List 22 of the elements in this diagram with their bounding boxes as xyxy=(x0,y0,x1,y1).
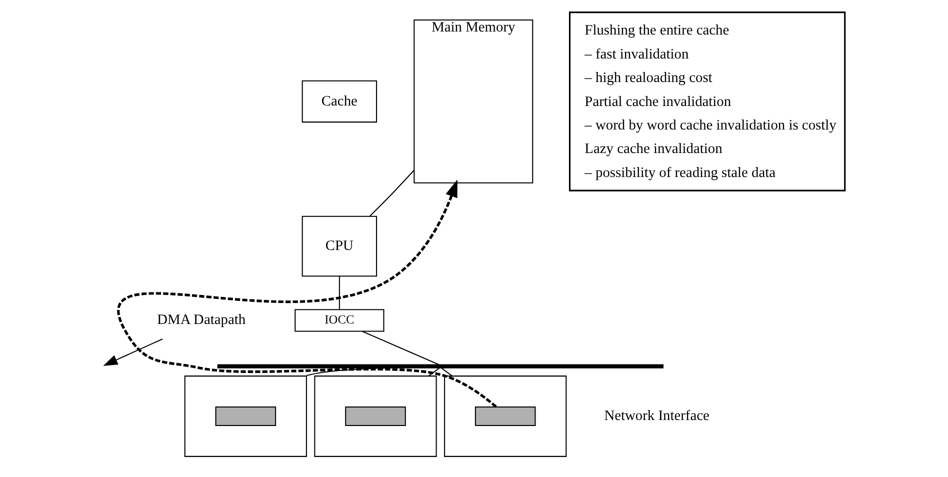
node-box: CPU xyxy=(301,216,377,277)
node-box xyxy=(344,406,406,426)
node-text: DMA Datapath xyxy=(156,312,246,328)
node-box: Cache xyxy=(301,80,377,123)
connector xyxy=(428,367,440,376)
node-box: IOCC xyxy=(294,309,384,332)
connector xyxy=(440,367,452,376)
cluster xyxy=(184,376,306,457)
node-bar xyxy=(216,364,664,368)
connector xyxy=(368,170,414,216)
node-box xyxy=(214,406,276,426)
node-box xyxy=(474,406,536,426)
connector xyxy=(304,367,393,377)
connector xyxy=(362,330,439,366)
arrow xyxy=(102,338,162,366)
node-box: Flushing the entire cache – fast invalidation – high realoading cost Partial cache invalidation – word by word cache invalidation is costly Lazy cache invalidation – possibility of reading stale data xyxy=(568,12,846,192)
node-label: Network Interface xyxy=(604,408,709,424)
cluster xyxy=(314,376,436,457)
cluster xyxy=(444,376,566,457)
node-box: Main Memory xyxy=(413,20,533,184)
arrow xyxy=(118,180,496,408)
connector xyxy=(338,276,340,310)
